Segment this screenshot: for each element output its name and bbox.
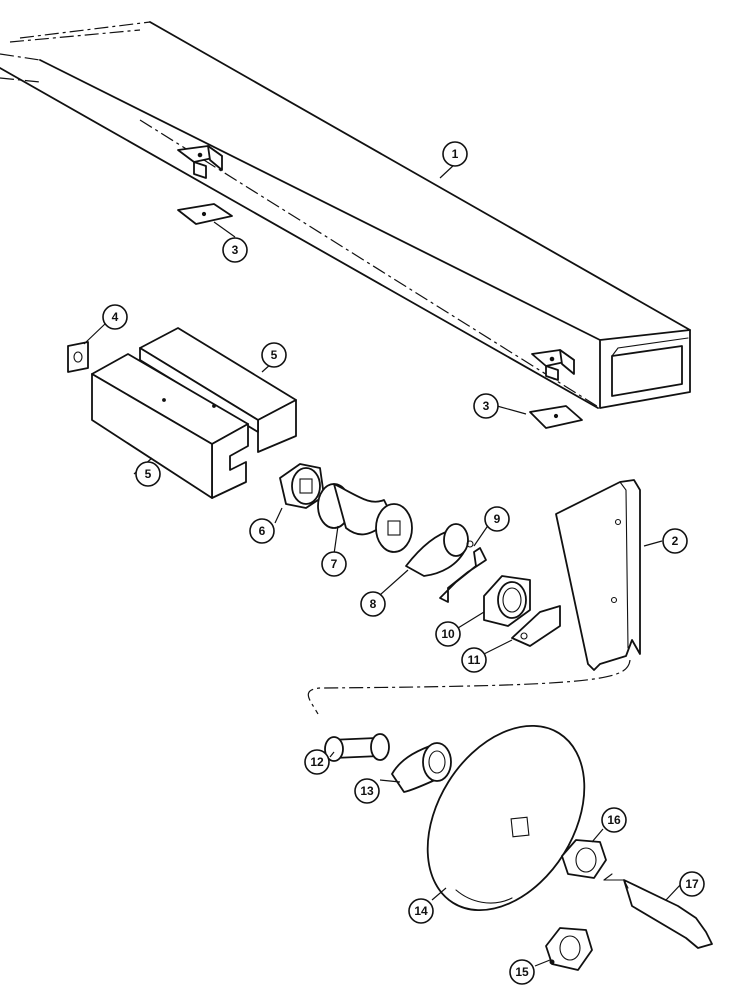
hanger-arm [307,479,641,715]
callout-16: 16 [601,807,627,833]
spool-spacer [317,483,413,553]
callout-7: 7 [321,551,347,577]
square-washer [67,341,89,373]
callout-7-label: 7 [331,557,338,571]
callout-10-label: 10 [441,627,455,641]
flange-bearing-housing [483,575,531,627]
callout-5-lower: 5 [135,461,161,487]
callout-15: 15 [509,959,535,985]
callout-2-label: 2 [672,534,679,548]
gang-bar-tube [0,21,691,410]
callout-12: 12 [304,749,330,775]
clamp-plate-upper [177,203,233,225]
hex-nut-outer [545,927,593,971]
cone-spacer [391,742,452,793]
retaining-clip [439,540,487,603]
bearing-flange [279,463,325,509]
callout-10: 10 [435,621,461,647]
callout-5-lower-label: 5 [145,467,152,481]
callout-1: 1 [442,141,468,167]
callout-3-upper: 3 [222,237,248,263]
tube-mounting-clip-upper [177,145,223,179]
callout-6: 6 [249,518,275,544]
callout-5-upper: 5 [261,342,287,368]
callout-13: 13 [354,778,380,804]
clamp-plate-lower [529,405,583,429]
callout-14-label: 14 [414,904,428,918]
callout-16-label: 16 [607,813,621,827]
callout-3-upper-label: 3 [232,243,239,257]
callout-8: 8 [360,591,386,617]
channel-bracket-lower [91,353,249,499]
bracket-plate [511,605,561,647]
callout-3-lower-label: 3 [483,399,490,413]
callout-1-label: 1 [452,147,459,161]
spacer-sleeve [324,733,390,762]
callout-9-label: 9 [494,512,501,526]
callout-17: 17 [679,871,705,897]
callout-8-label: 8 [370,597,377,611]
callout-4-label: 4 [112,310,119,324]
callout-6-label: 6 [259,524,266,538]
callout-9: 9 [484,506,510,532]
callout-11-label: 11 [468,653,481,667]
callout-12-label: 12 [310,755,324,769]
callout-17-label: 17 [685,877,699,891]
callout-11: 11 [461,647,487,673]
channel-bracket-upper [139,327,297,453]
square-shaft-bolt [603,879,713,949]
tube-mounting-clip-lower [531,349,575,381]
callout-2: 2 [662,528,688,554]
cone-bearing [405,523,469,577]
callout-4: 4 [102,304,128,330]
callout-13-label: 13 [360,784,374,798]
callout-3-lower: 3 [473,393,499,419]
callout-5-upper-label: 5 [271,348,278,362]
callout-15-label: 15 [515,965,529,979]
callout-14: 14 [408,898,434,924]
hex-nut-inner [561,839,613,881]
disc-blade [426,724,586,912]
